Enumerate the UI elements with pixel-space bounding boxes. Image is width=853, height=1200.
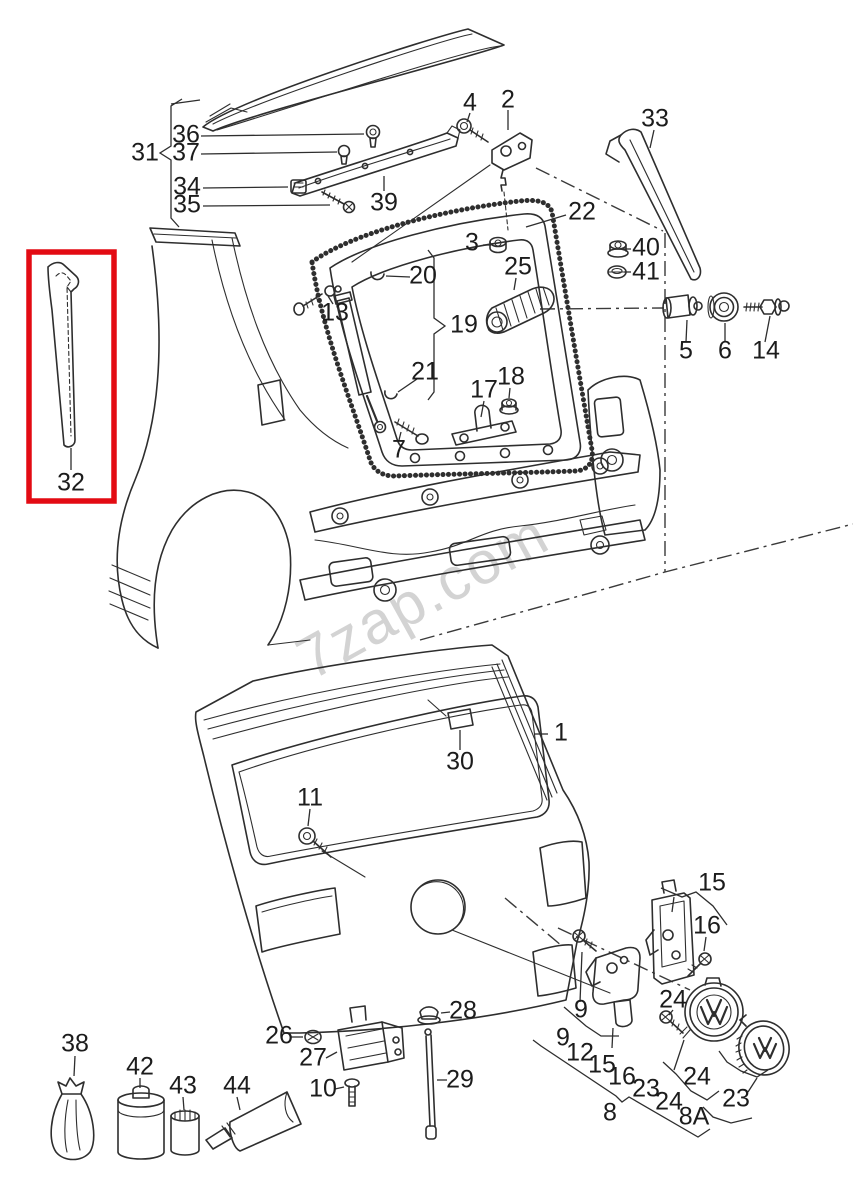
part-label-38: 38: [61, 1030, 89, 1058]
lock-15: [645, 879, 695, 985]
lock-27: [337, 1005, 405, 1071]
part-label-10: 10: [309, 1075, 337, 1103]
part-label-30: 30: [446, 748, 474, 776]
part-label-44: 44: [223, 1072, 251, 1100]
part-label-9-chain: 9: [556, 1024, 570, 1052]
part-labels: 31 36 37 34 35 39 4 2 33 22 3 40 41 20 1…: [57, 86, 780, 1131]
part-label-7: 7: [392, 436, 406, 464]
can-43: [170, 1109, 200, 1156]
clip-20: [370, 271, 385, 281]
cap-41: [607, 265, 627, 279]
clip-part: [290, 179, 307, 194]
leader-lines: [70, 98, 771, 1138]
frame-seal-22: [309, 197, 595, 479]
bolt-4: [456, 118, 489, 143]
part-label-40: 40: [632, 234, 660, 262]
ball-stud-7: [394, 418, 429, 445]
part-label-20: 20: [409, 262, 437, 290]
rod-29: [424, 1028, 437, 1140]
part-label-32: 32: [57, 469, 85, 497]
striker-17: [451, 404, 517, 446]
part-label-43: 43: [169, 1072, 197, 1100]
grommet-28: [417, 1006, 441, 1025]
brake-light-strip: [291, 125, 461, 197]
part-label-39: 39: [370, 189, 398, 217]
part-label-15-chain: 15: [588, 1051, 616, 1079]
part-label-6: 6: [718, 337, 732, 365]
grommet-6: [707, 292, 739, 322]
rear-body-panel: [108, 227, 661, 649]
part-label-29: 29: [446, 1066, 474, 1094]
nut-3: [489, 236, 507, 254]
highlight-box: [26, 249, 117, 504]
part-label-3: 3: [465, 229, 479, 257]
part-label-13: 13: [321, 299, 349, 327]
part-label-25: 25: [504, 253, 532, 281]
canister-42: [117, 1085, 165, 1160]
part-label-22: 22: [568, 198, 596, 226]
buffer-5: [662, 294, 703, 319]
part-label-26: 26: [265, 1022, 293, 1050]
vw-emblem-front: [735, 1014, 790, 1076]
part-label-21: 21: [411, 358, 439, 386]
part-label-12-chain: 12: [566, 1039, 594, 1067]
spoiler-part: [202, 28, 505, 132]
part-label-1: 1: [554, 719, 568, 747]
part-label-18: 18: [497, 363, 525, 391]
gas-strut: [293, 285, 387, 434]
part-label-24-upper: 24: [659, 986, 687, 1014]
part-label-17: 17: [470, 376, 498, 404]
part-label-8A: 8A: [679, 1103, 710, 1131]
part-label-33: 33: [641, 105, 669, 133]
part-label-34: 34: [173, 173, 201, 201]
part-label-23-right: 23: [722, 1085, 750, 1113]
part-label-15-upper: 15: [698, 869, 726, 897]
screw-16: [687, 952, 712, 977]
pillar-trim-33: [605, 128, 702, 281]
lock-screw-9: [572, 929, 597, 952]
part-label-4: 4: [463, 89, 477, 117]
lock-actuator-9: [585, 946, 641, 1028]
pad-30: [427, 699, 474, 730]
part-label-16-chain: 16: [608, 1063, 636, 1091]
part-label-35: 35: [173, 191, 201, 219]
bolt-36: [365, 124, 381, 148]
part-label-16-upper: 16: [693, 912, 721, 940]
part-label-37: 37: [172, 139, 200, 167]
part-label-36: 36: [172, 121, 200, 149]
part-label-23-chain: 23: [632, 1075, 660, 1103]
nut-40: [607, 240, 629, 258]
part-label-19: 19: [450, 311, 478, 339]
part-label-41: 41: [632, 258, 660, 286]
clip-21: [384, 390, 398, 400]
nut-18: [499, 398, 519, 415]
part-label-31: 31: [131, 139, 159, 167]
part-label-14: 14: [752, 337, 780, 365]
section-divider-lines: [419, 167, 853, 991]
bag-38: [50, 1077, 95, 1161]
glue-tube-44: [205, 1091, 302, 1152]
screw-10: [344, 1078, 360, 1107]
screw-35: [321, 189, 356, 214]
grommet-26: [304, 1029, 322, 1045]
trim-strip-32-highlighted: [47, 261, 80, 448]
screw-24: [659, 1010, 684, 1034]
part-label-42: 42: [126, 1053, 154, 1081]
part-label-2: 2: [501, 86, 515, 114]
screw-11: [298, 827, 366, 878]
tailgate-panel: [194, 644, 611, 1034]
part-label-5: 5: [679, 337, 693, 365]
part-label-9-upper: 9: [574, 996, 588, 1024]
part-label-24-chain: 24: [655, 1088, 683, 1116]
part-label-8: 8: [603, 1099, 617, 1127]
screw-37: [337, 144, 351, 165]
part-label-28: 28: [449, 997, 477, 1025]
part-label-27: 27: [299, 1044, 327, 1072]
part-label-11: 11: [297, 784, 323, 812]
part-label-24-mid: 24: [683, 1063, 711, 1091]
cable-grommet-25: [485, 286, 555, 334]
vw-emblem-rear: [679, 977, 744, 1042]
adjuster-screw-14: [743, 298, 790, 316]
